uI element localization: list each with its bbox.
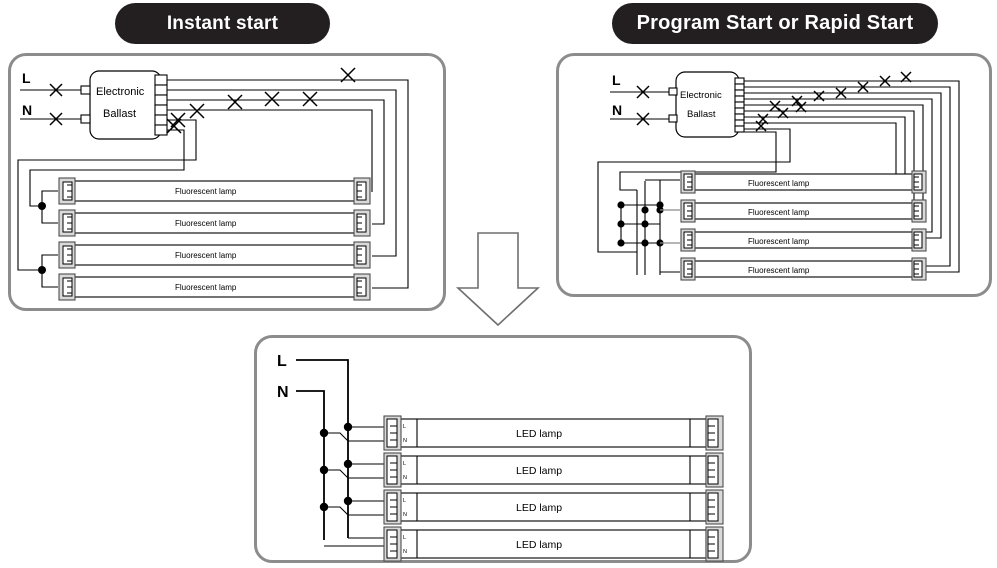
ballast-terminal-l-right xyxy=(668,87,678,96)
led-lamp-label-2: LED lamp xyxy=(516,465,562,477)
ballast-terminal-n xyxy=(80,114,91,124)
led-endcap-pin-label-n-1: N xyxy=(403,438,407,444)
led-supply-label-n: N xyxy=(277,384,289,401)
led-endcap-pin-label-l-1: L xyxy=(403,424,406,430)
fluorescent-lamp-label-r3: Fluorescent lamp xyxy=(748,237,810,246)
supply-label-l-right: L xyxy=(612,72,621,88)
cut-mark-supply-l xyxy=(49,83,63,97)
fluorescent-lamp-label-r1: Fluorescent lamp xyxy=(748,179,810,188)
led-lamp-label-3: LED lamp xyxy=(516,502,562,514)
cut-mark-supply-n xyxy=(49,112,63,126)
ballast-out-wire-2 xyxy=(167,89,397,257)
ballast-out-right-2 xyxy=(744,86,951,267)
ballast-out-right-3 xyxy=(744,92,942,239)
cut-marks-right xyxy=(755,71,912,132)
supply-label-n: N xyxy=(22,102,32,118)
led-endcap-pin-label-n-2: N xyxy=(403,475,407,481)
led-endcap-pin-label-n-4: N xyxy=(403,549,407,555)
down-arrow-icon xyxy=(455,232,541,327)
cut-mark-out-7 xyxy=(166,118,182,134)
fluorescent-lamp-label-3: Fluorescent lamp xyxy=(175,251,237,260)
ballast-out-right-10 xyxy=(619,131,777,191)
ballast-label-line2: Ballast xyxy=(103,108,136,120)
fluorescent-lamp-label-r4: Fluorescent lamp xyxy=(748,266,810,275)
fluorescent-lamp-row: Fluorescent lamp Fluorescent lamp Fluore… xyxy=(58,177,371,301)
title-pill-program-rapid-start: Program Start or Rapid Start xyxy=(612,3,938,44)
ballast-output-terminals xyxy=(154,74,168,136)
led-junction-dots xyxy=(319,422,353,512)
ballast-out-right-4 xyxy=(744,98,933,233)
led-lamp-label-4: LED lamp xyxy=(516,539,562,551)
cut-mark-out-3 xyxy=(264,91,280,107)
led-supply-label-l: L xyxy=(277,353,287,370)
left-stub-lamp1 xyxy=(41,190,58,206)
ballast-terminal-l xyxy=(80,85,91,95)
cut-mark-out-4 xyxy=(227,94,243,110)
title-pill-program-rapid-start-label: Program Start or Rapid Start xyxy=(636,12,914,34)
ballast-out-right-1 xyxy=(744,80,960,273)
ballast-label-line1: Electronic xyxy=(96,86,145,98)
ballast-out-wire-4 xyxy=(167,109,373,192)
ballast-terminal-n-right xyxy=(668,114,678,123)
led-line-wire-n xyxy=(296,390,325,540)
cut-mark-supply-n-right xyxy=(636,112,650,126)
left-stub-lamp4 xyxy=(41,270,58,288)
cut-mark-out-2 xyxy=(302,91,318,107)
cut-mark-out-5 xyxy=(189,103,205,119)
led-branch-wires xyxy=(324,426,384,547)
title-pill-instant-start-label: Instant start xyxy=(166,12,279,34)
fluorescent-lamp-label-4: Fluorescent lamp xyxy=(175,283,237,292)
ballast-label-line1-right: Electronic xyxy=(680,90,722,101)
left-stub-lamp2 xyxy=(41,206,58,224)
ballast-out-right-9 xyxy=(597,128,791,253)
title-pill-instant-start: Instant start xyxy=(115,3,330,44)
led-lamp-label-1: LED lamp xyxy=(516,428,562,440)
ballast-label-line2-right: Ballast xyxy=(687,109,716,120)
cut-mark-out-1 xyxy=(340,67,356,83)
led-endcap-pin-label-l-3: L xyxy=(403,498,406,504)
led-line-wire-l xyxy=(296,359,349,538)
led-endcap-pin-label-l-2: L xyxy=(403,461,406,467)
ballast-out-wire-5 xyxy=(17,119,197,271)
fluorescent-lamp-label-r2: Fluorescent lamp xyxy=(748,208,810,217)
ballast-out-wire-1 xyxy=(167,79,409,289)
ballast-out-wire-6 xyxy=(29,129,185,207)
fluorescent-lamp-label-1: Fluorescent lamp xyxy=(175,187,237,196)
left-stub-lamp3 xyxy=(41,254,58,270)
fluorescent-lamp-label-2: Fluorescent lamp xyxy=(175,219,237,228)
fluorescent-lamp-row-right: Fluorescent lamp Fluorescent lamp Fluore… xyxy=(680,170,927,281)
led-retrofit-panel xyxy=(254,335,752,563)
supply-label-l: L xyxy=(22,70,31,86)
supply-label-n-right: N xyxy=(612,102,622,118)
cut-mark-supply-l-right xyxy=(636,85,650,99)
led-endcap-pin-label-l-4: L xyxy=(403,535,406,541)
led-endcap-pin-label-n-3: N xyxy=(403,512,407,518)
junction-network-right xyxy=(617,179,680,275)
led-lamp-row: L N LED lamp L N LED lamp L N LED lamp xyxy=(383,415,724,562)
ballast-out-wire-3 xyxy=(167,99,385,225)
